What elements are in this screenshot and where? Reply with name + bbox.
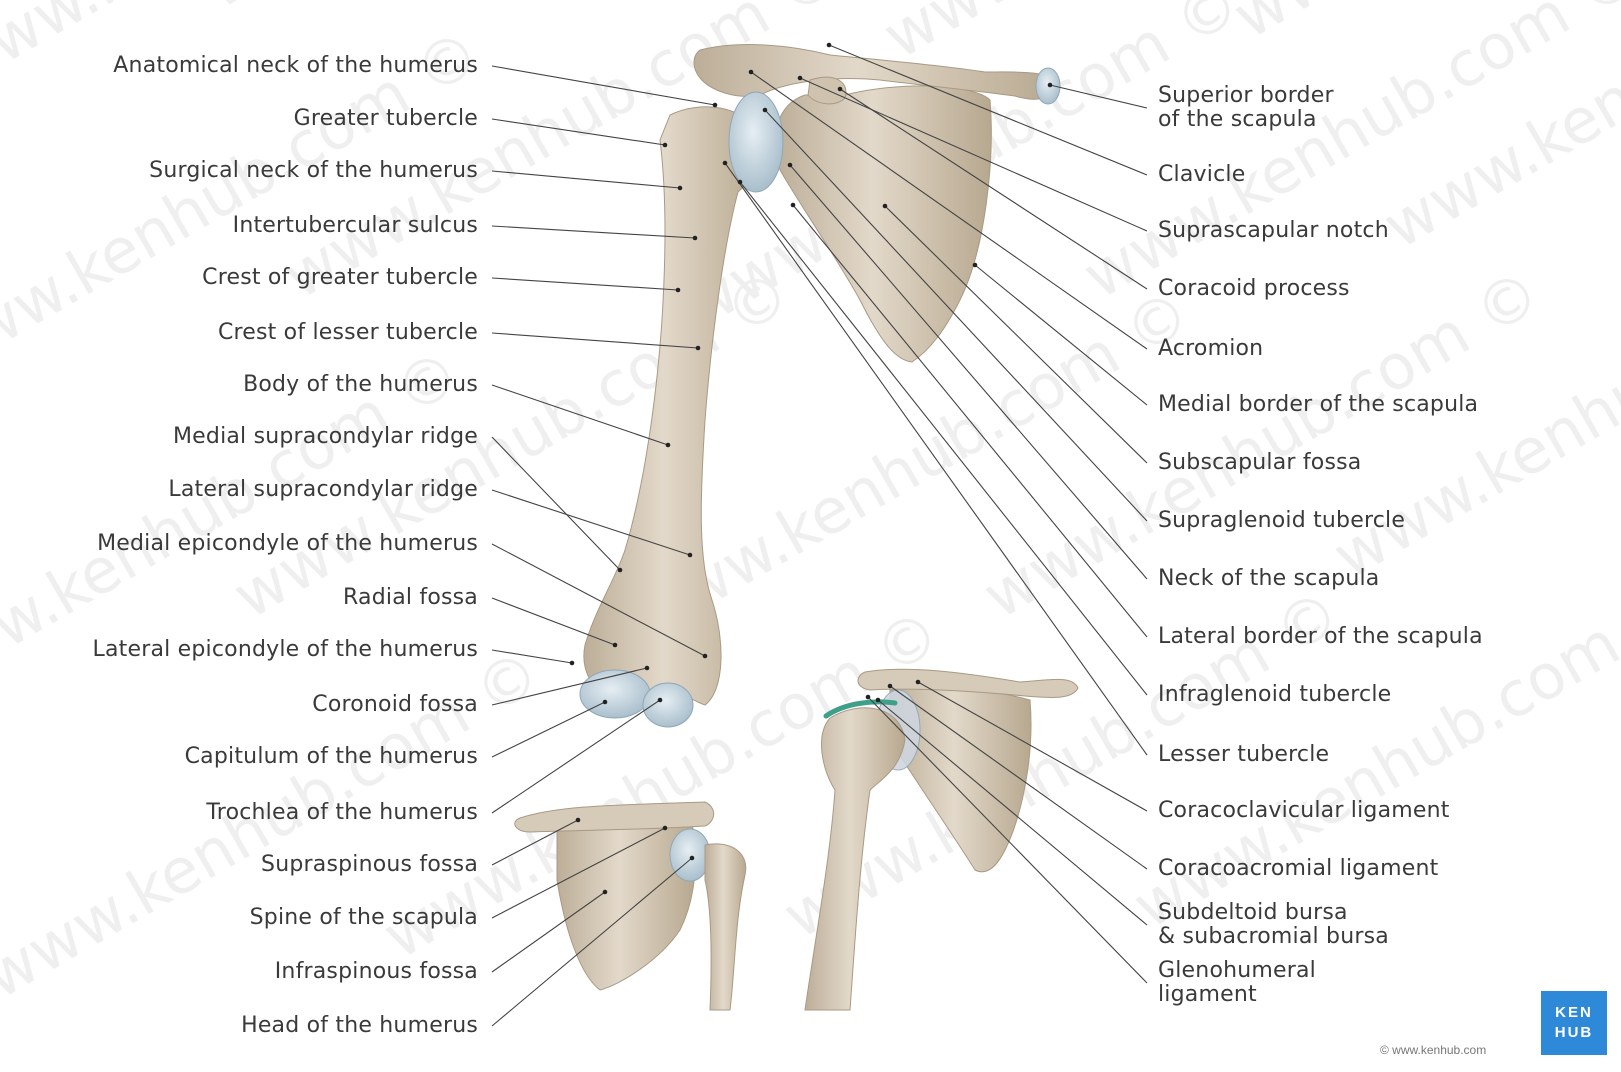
label-greater-tubercle: Greater tubercle (294, 107, 478, 131)
label-subscapular-fossa-dot (883, 204, 888, 209)
label-supraspinous-fossa: Supraspinous fossa (261, 853, 478, 877)
label-infraspinous-fossa: Infraspinous fossa (275, 960, 478, 984)
label-coronoid-fossa: Coronoid fossa (312, 693, 478, 717)
label-radial-fossa: Radial fossa (343, 586, 478, 610)
label-lateral-supracondylar-ridge: Lateral supracondylar ridge (168, 478, 478, 502)
label-coracoacromial-ligament-dot (888, 684, 893, 689)
label-spine-of-the-scapula: Spine of the scapula (250, 906, 478, 930)
label-body-of-the-humerus: Body of the humerus (243, 373, 478, 397)
label-acromion-dot (749, 70, 754, 75)
label-body-of-the-humerus-dot (666, 443, 671, 448)
label-lateral-epicondyle-of-the-humerus: Lateral epicondyle of the humerus (93, 638, 478, 662)
copyright-text: © www.kenhub.com (1380, 1043, 1486, 1057)
label-lateral-border-of-the-scapula: Lateral border of the scapula (1158, 625, 1483, 649)
label-lateral-border-of-the-scapula-dot (791, 203, 796, 208)
label-neck-of-the-scapula: Neck of the scapula (1158, 567, 1379, 591)
label-head-of-the-humerus-dot (690, 856, 695, 861)
label-trochlea-of-the-humerus-dot (658, 698, 663, 703)
label-crest-of-lesser-tubercle: Crest of lesser tubercle (218, 321, 478, 345)
label-lesser-tubercle: Lesser tubercle (1158, 743, 1329, 767)
label-supraspinous-fossa-dot (576, 818, 581, 823)
label-radial-fossa-dot (613, 643, 618, 648)
label-suprascapular-notch: Suprascapular notch (1158, 219, 1389, 243)
label-clavicle-dot (827, 43, 832, 48)
label-superior-border-of-the-scapula-dot (1048, 83, 1053, 88)
label-surgical-neck-of-the-humerus-dot (678, 186, 683, 191)
label-crest-of-greater-tubercle-dot (676, 288, 681, 293)
logo-line1: KEN (1541, 1003, 1607, 1023)
label-supraglenoid-tubercle: Supraglenoid tubercle (1158, 509, 1405, 533)
label-anatomical-neck-of-the-humerus: Anatomical neck of the humerus (113, 54, 478, 78)
label-coracoclavicular-ligament-dot (916, 680, 921, 685)
label-medial-epicondyle-of-the-humerus-dot (703, 654, 708, 659)
label-surgical-neck-of-the-humerus: Surgical neck of the humerus (149, 159, 478, 183)
label-intertubercular-sulcus-dot (693, 236, 698, 241)
label-trochlea-of-the-humerus: Trochlea of the humerus (206, 801, 478, 825)
label-acromion: Acromion (1158, 337, 1263, 361)
label-neck-of-the-scapula-dot (788, 163, 793, 168)
label-coronoid-fossa-dot (645, 666, 650, 671)
label-subdeltoid-bursa-subacromial-bursa: Subdeltoid bursa& subacromial bursa (1158, 901, 1389, 949)
label-medial-border-of-the-scapula-dot (973, 263, 978, 268)
label-coracoacromial-ligament: Coracoacromial ligament (1158, 857, 1438, 881)
label-clavicle: Clavicle (1158, 163, 1245, 187)
label-coracoid-process-dot (838, 87, 843, 92)
label-subdeltoid-bursa-subacromial-bursa-dot (876, 698, 881, 703)
label-infraspinous-fossa-dot (603, 890, 608, 895)
label-coracoid-process: Coracoid process (1158, 277, 1350, 301)
label-anatomical-neck-of-the-humerus-dot (713, 103, 718, 108)
label-medial-supracondylar-ridge: Medial supracondylar ridge (173, 425, 478, 449)
label-head-of-the-humerus: Head of the humerus (241, 1014, 478, 1038)
label-suprascapular-notch-dot (798, 76, 803, 81)
label-medial-epicondyle-of-the-humerus: Medial epicondyle of the humerus (97, 532, 478, 556)
label-infraglenoid-tubercle-dot (738, 180, 743, 185)
label-crest-of-lesser-tubercle-dot (696, 346, 701, 351)
kenhub-logo[interactable]: KEN HUB (1541, 991, 1607, 1055)
label-crest-of-greater-tubercle-leader (492, 278, 678, 290)
label-greater-tubercle-dot (663, 143, 668, 148)
label-lesser-tubercle-dot (723, 161, 728, 166)
logo-line2: HUB (1541, 1023, 1607, 1043)
label-coracoclavicular-ligament: Coracoclavicular ligament (1158, 799, 1450, 823)
label-subscapular-fossa: Subscapular fossa (1158, 451, 1361, 475)
label-spine-of-the-scapula-dot (663, 826, 668, 831)
label-medial-supracondylar-ridge-dot (618, 568, 623, 573)
label-medial-border-of-the-scapula: Medial border of the scapula (1158, 393, 1478, 417)
label-glenohumeral-ligament-dot (866, 695, 871, 700)
label-supraglenoid-tubercle-dot (763, 108, 768, 113)
label-lateral-supracondylar-ridge-dot (688, 553, 693, 558)
label-capitulum-of-the-humerus-dot (603, 700, 608, 705)
label-infraglenoid-tubercle: Infraglenoid tubercle (1158, 683, 1391, 707)
label-crest-of-greater-tubercle: Crest of greater tubercle (202, 266, 478, 290)
label-intertubercular-sulcus: Intertubercular sulcus (233, 214, 478, 238)
label-capitulum-of-the-humerus: Capitulum of the humerus (185, 745, 478, 769)
label-lateral-epicondyle-of-the-humerus-dot (570, 661, 575, 666)
